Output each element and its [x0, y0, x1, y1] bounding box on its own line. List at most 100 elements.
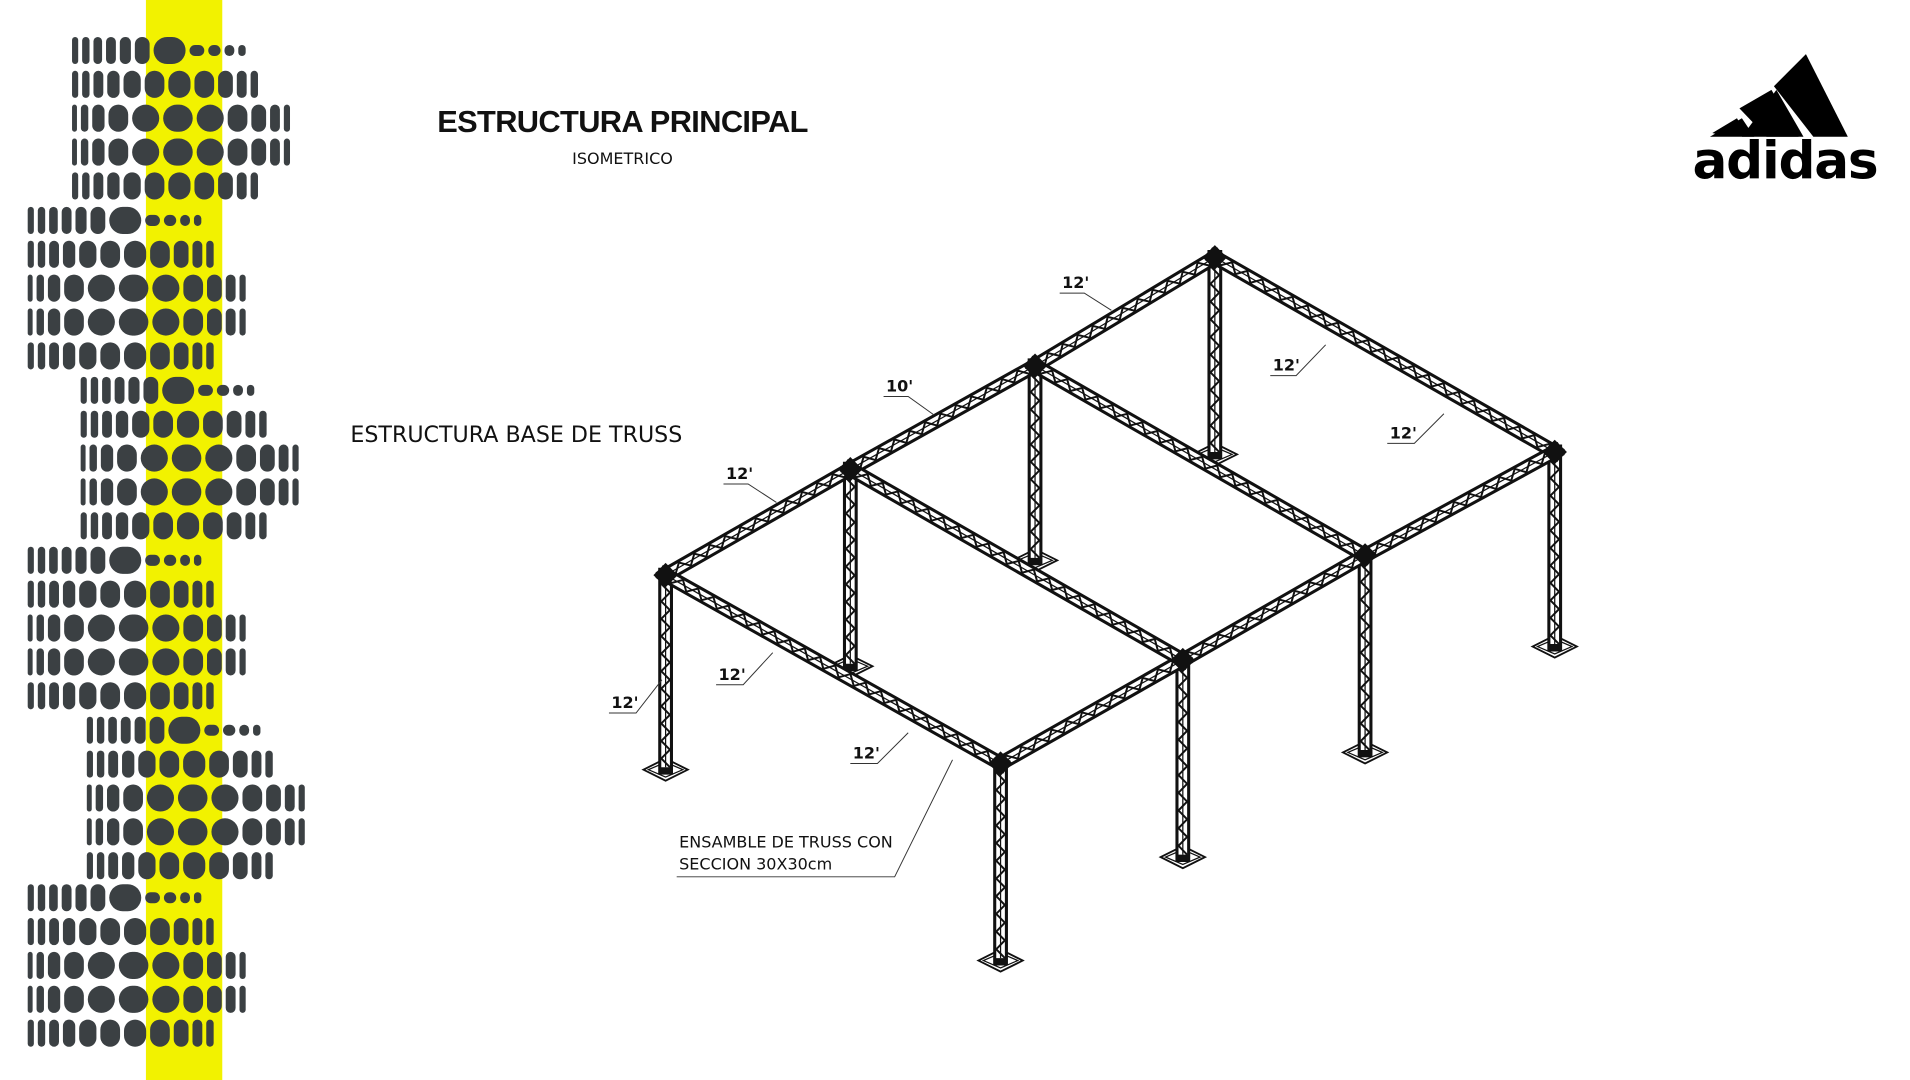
- pattern-shape: [64, 274, 84, 302]
- pattern-shape: [239, 648, 246, 676]
- pattern-shape: [207, 308, 222, 336]
- pattern-shape: [183, 648, 204, 676]
- truss-beam: [655, 459, 861, 586]
- pattern-shape: [207, 985, 222, 1013]
- pattern-shape: [96, 750, 105, 778]
- pattern-shape: [107, 172, 120, 200]
- pattern-shape: [36, 614, 44, 642]
- pattern-shape: [194, 70, 215, 98]
- pattern-shape: [64, 308, 84, 336]
- pattern-shape: [211, 818, 239, 846]
- pattern-shape: [124, 342, 147, 370]
- pattern-shape: [196, 138, 224, 166]
- truss-leg: [1175, 652, 1191, 863]
- pattern-shape: [123, 784, 143, 812]
- pattern-shape: [239, 274, 246, 302]
- pattern-shape: [123, 70, 141, 98]
- pattern-shape: [278, 444, 289, 472]
- svg-text:12': 12': [726, 464, 753, 483]
- pattern-shape: [37, 240, 46, 268]
- pattern-shape: [102, 410, 112, 438]
- pattern-shape: [27, 274, 33, 302]
- pattern-shape: [283, 138, 291, 166]
- pattern-shape: [259, 410, 267, 438]
- pattern-shape: [192, 240, 203, 268]
- pattern-shape: [206, 240, 214, 268]
- pattern-shape: [64, 614, 84, 642]
- truss-beam: [1024, 355, 1376, 566]
- pattern-shape: [124, 240, 147, 268]
- pattern-shape: [118, 985, 149, 1013]
- pattern-shape: [102, 512, 112, 540]
- pattern-shape: [27, 206, 34, 234]
- pattern-shape: [64, 985, 84, 1013]
- pattern-shape: [236, 70, 247, 98]
- pattern-shape: [292, 444, 299, 472]
- pattern-shape: [163, 892, 177, 904]
- pattern-shape: [62, 240, 76, 268]
- pattern-shape: [168, 716, 201, 744]
- truss-beam: [1355, 441, 1565, 566]
- pattern-shape: [64, 951, 84, 980]
- pattern-shape: [80, 444, 86, 472]
- svg-text:12': 12': [1273, 356, 1300, 375]
- pattern-shape: [150, 918, 170, 946]
- pattern-shape: [232, 750, 248, 778]
- pattern-shape: [239, 614, 246, 642]
- pattern-shape: [225, 648, 236, 676]
- pattern-shape: [171, 478, 202, 506]
- pattern-shape: [242, 818, 263, 846]
- pattern-shape: [225, 614, 236, 642]
- page-subtitle: ISOMETRICO: [572, 149, 673, 168]
- pattern-shape: [72, 104, 77, 132]
- pattern-shape: [205, 444, 233, 472]
- pattern-shape: [49, 342, 59, 370]
- pattern-shape: [180, 892, 191, 904]
- pattern-shape: [118, 648, 149, 676]
- pattern-shape: [115, 512, 129, 540]
- pattern-shape: [79, 918, 97, 946]
- pattern-shape: [265, 750, 273, 778]
- svg-text:12': 12': [1062, 273, 1089, 292]
- pattern-shape: [145, 554, 160, 566]
- pattern-shape: [193, 214, 202, 226]
- pattern-shape: [87, 308, 115, 336]
- pattern-shape: [27, 342, 34, 370]
- pattern-shape: [49, 580, 59, 608]
- pattern-shape: [36, 951, 44, 980]
- corner-block: [653, 562, 678, 588]
- pattern-shape: [82, 70, 90, 98]
- pattern-shape: [259, 512, 267, 540]
- pattern-shape: [95, 784, 104, 812]
- pattern-shape: [183, 985, 204, 1013]
- pattern-shape: [239, 951, 246, 980]
- pattern-shape: [152, 951, 180, 980]
- pattern-shape: [207, 951, 222, 980]
- pattern-shape: [62, 682, 76, 710]
- pattern-shape: [152, 985, 180, 1013]
- dimension-front-left: 12': [723, 464, 777, 503]
- pattern-shape: [270, 104, 280, 132]
- pattern-shape: [223, 724, 236, 736]
- pattern-shape: [153, 410, 174, 438]
- adidas-logo: adidas: [1693, 54, 1879, 192]
- pattern-shape: [236, 172, 247, 200]
- pattern-shape: [245, 512, 256, 540]
- pattern-shape: [118, 308, 149, 336]
- pattern-shape: [90, 546, 106, 574]
- pattern-shape: [183, 614, 204, 642]
- pattern-shape: [259, 478, 275, 506]
- pattern-shape: [82, 36, 90, 65]
- pattern-shape: [47, 985, 61, 1013]
- pattern-shape: [100, 240, 121, 268]
- pattern-shape: [284, 818, 295, 846]
- pattern-shape: [225, 274, 236, 302]
- pattern-shape: [224, 44, 235, 57]
- truss-beam: [1024, 247, 1225, 376]
- pattern-shape: [183, 750, 206, 778]
- pattern-shape: [100, 1019, 121, 1047]
- pattern-shape: [225, 308, 236, 336]
- pattern-shape: [162, 376, 195, 404]
- pattern-shape: [92, 138, 105, 166]
- pattern-shape: [80, 478, 86, 506]
